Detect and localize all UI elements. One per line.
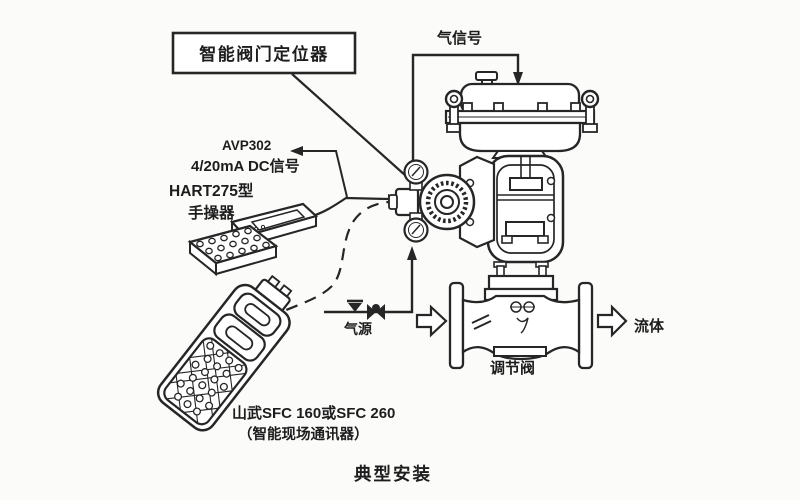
valve-emblem bbox=[510, 301, 535, 334]
hart-communicator-device bbox=[187, 202, 319, 277]
sfc-signal-wire-dashed bbox=[267, 200, 397, 319]
valve-stamp-marks bbox=[471, 314, 492, 330]
flow-arrow-in-icon bbox=[415, 304, 448, 338]
stem-guide-block bbox=[505, 221, 545, 237]
control-valve-label: 调节阀 bbox=[490, 359, 535, 377]
valve-body-shell bbox=[461, 294, 581, 361]
positioner-callout-box: 智能阀门定位器 bbox=[171, 31, 357, 75]
bonnet bbox=[483, 261, 559, 302]
control-valve-body bbox=[448, 281, 594, 370]
hart-label-line1: HART275型 bbox=[169, 182, 254, 200]
dc-signal-label: 4/20mA DC信号 bbox=[191, 157, 300, 175]
sfc-keys bbox=[174, 341, 243, 416]
valve-bottom-boss bbox=[493, 346, 547, 357]
actuator bbox=[444, 71, 600, 153]
fluid-label: 流体 bbox=[634, 317, 665, 335]
model-label: AVP302 bbox=[222, 138, 271, 153]
air-supply-label: 气源 bbox=[343, 321, 372, 337]
yoke-frame-inner bbox=[496, 164, 555, 254]
smart-positioner-device bbox=[388, 155, 496, 249]
pressure-gauge-top bbox=[403, 159, 429, 191]
ball-valve-icon bbox=[367, 304, 385, 320]
air-signal-label: 气信号 bbox=[436, 29, 482, 47]
sfc-label-line1: 山武SFC 160或SFC 260 bbox=[232, 404, 395, 422]
actuator-upper-dome bbox=[459, 82, 581, 116]
eye-bolt-left bbox=[444, 89, 464, 133]
valve-yoke bbox=[483, 150, 565, 302]
callout-leader-line bbox=[291, 73, 407, 177]
positioner-terminal-block bbox=[394, 187, 420, 217]
hart-label-line2: 手操器 bbox=[188, 203, 235, 222]
arrowhead-down-icon bbox=[513, 72, 523, 86]
stem-coupling-block bbox=[509, 177, 543, 191]
air-signal-line bbox=[411, 53, 523, 163]
hart-keys bbox=[196, 227, 270, 262]
flow-arrow-out-icon bbox=[596, 304, 628, 338]
pressure-gauge-bottom bbox=[403, 212, 429, 243]
arrowhead-left-icon bbox=[290, 146, 303, 156]
needle-valve-icon bbox=[347, 299, 363, 312]
sfc-label-line2: （智能现场通讯器） bbox=[238, 425, 369, 443]
air-supply-line bbox=[324, 246, 417, 320]
actuator-lower-dome bbox=[458, 121, 582, 153]
arrowhead-up-icon bbox=[407, 246, 417, 260]
diagram-caption: 典型安装 bbox=[354, 464, 432, 484]
eye-bolt-right bbox=[580, 89, 600, 133]
actuator-air-fitting-cap bbox=[475, 71, 498, 81]
valve-flange-left bbox=[448, 281, 465, 370]
positioner-callout-label: 智能阀门定位器 bbox=[199, 44, 329, 64]
valve-flange-right bbox=[577, 281, 594, 370]
sfc-communicator-device bbox=[156, 274, 293, 432]
